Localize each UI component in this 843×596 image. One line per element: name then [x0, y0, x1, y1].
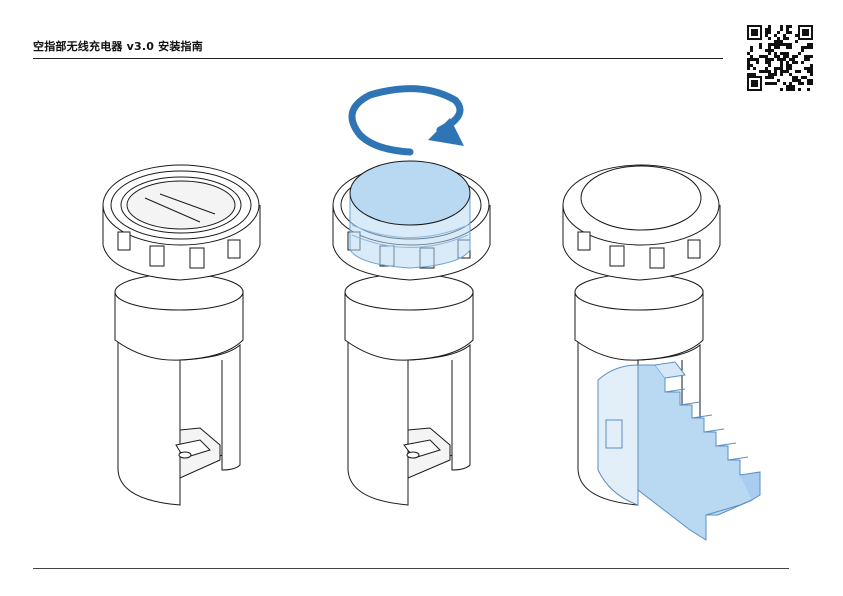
footer-divider [33, 568, 789, 569]
header-divider [33, 58, 723, 59]
page-title: 空指部无线充电器 v3.0 安装指南 [33, 40, 203, 53]
step3-charger-housing [562, 164, 721, 506]
blue-cap-highlight [349, 160, 471, 269]
stair-mount-highlight [597, 361, 761, 541]
rotate-arrow-icon [348, 85, 464, 156]
step1-charger-housing [102, 164, 261, 506]
qr-code-icon [746, 24, 814, 92]
